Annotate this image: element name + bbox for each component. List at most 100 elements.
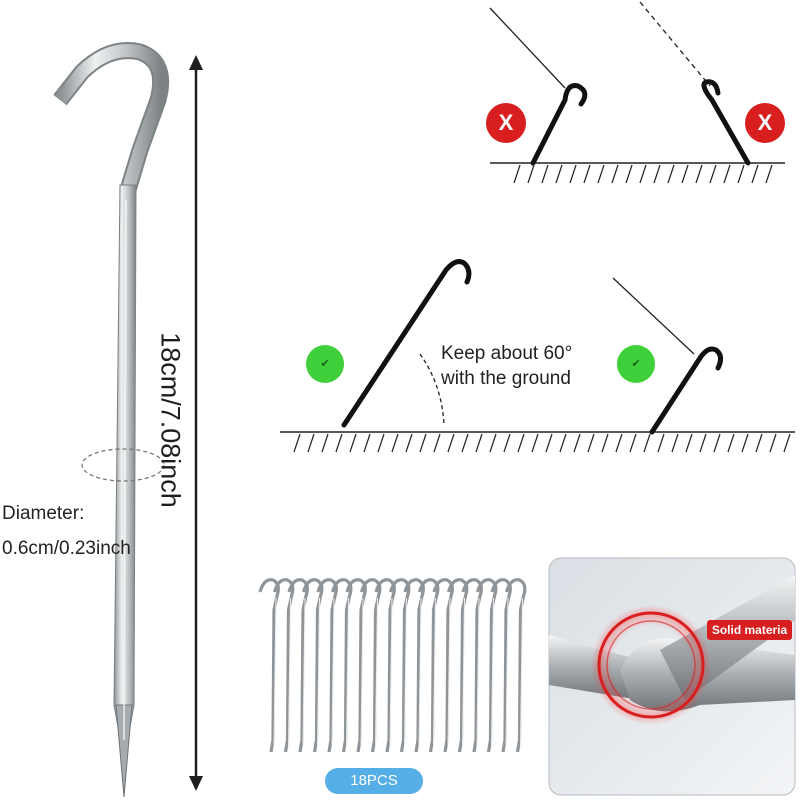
ground-hatch xyxy=(615,433,623,453)
ground-hatch xyxy=(363,433,371,453)
ground-hatch xyxy=(475,433,483,453)
small-stake-highlight xyxy=(317,597,320,746)
small-stake xyxy=(417,578,440,753)
ground-hatch xyxy=(321,433,329,453)
ground-hatch xyxy=(597,164,605,184)
ground-hatch xyxy=(723,164,731,184)
ground-hatch xyxy=(405,433,413,453)
ground-hatch xyxy=(583,164,591,184)
small-stake xyxy=(446,578,469,753)
diameter-ring xyxy=(81,448,165,482)
ground-hatch xyxy=(657,433,665,453)
check-mark-right-icon: ✔ xyxy=(617,345,655,383)
ground-hatch xyxy=(751,164,759,184)
angle-instruction: Keep about 60° with the ground xyxy=(441,343,573,389)
length-label: 18cm/7.08inch xyxy=(155,332,186,508)
small-stake xyxy=(504,578,527,753)
small-stake-highlight xyxy=(462,597,465,746)
small-stake-highlight xyxy=(491,597,494,746)
check-mark-left-icon: ✔ xyxy=(306,345,344,383)
small-stake xyxy=(403,578,425,753)
ground-hatch xyxy=(629,433,637,453)
ground-hatch xyxy=(307,433,315,453)
ground-hatch xyxy=(601,433,609,453)
small-stake-highlight xyxy=(375,597,378,746)
ground-hatch xyxy=(671,433,679,453)
small-stake xyxy=(301,578,324,753)
ground-hatch xyxy=(765,164,773,184)
small-stake-highlight xyxy=(404,597,407,746)
ground-hatch xyxy=(447,433,455,453)
ground-hatch xyxy=(699,433,707,453)
small-stake-highlight xyxy=(346,597,349,746)
small-stake-highlight xyxy=(433,597,436,746)
small-stake xyxy=(316,578,338,753)
wrong-mark-right-icon: X xyxy=(745,103,785,143)
small-stake-highlight xyxy=(302,597,306,746)
small-stake xyxy=(475,578,498,753)
stake-set-row xyxy=(258,578,527,753)
small-stake xyxy=(330,578,353,753)
wrong-installation-diagram xyxy=(489,1,785,184)
diameter-title: Diameter: xyxy=(2,503,85,524)
ground-hatch xyxy=(667,164,675,184)
ground-hatch xyxy=(573,433,581,453)
ground-hatch xyxy=(461,433,469,453)
small-stake-highlight xyxy=(418,597,422,746)
length-dimension-arrow xyxy=(189,55,203,791)
ground-hatch xyxy=(611,164,619,184)
ground-hatch xyxy=(755,433,763,453)
ground-hatch xyxy=(713,433,721,453)
ground-hatch xyxy=(709,164,717,184)
ground-hatch xyxy=(737,164,745,184)
ground-hatch xyxy=(639,164,647,184)
ground-hatch xyxy=(783,433,791,453)
ground-hatch xyxy=(741,433,749,453)
small-stake xyxy=(359,578,382,753)
ground-hatch xyxy=(377,433,385,453)
small-stake-highlight xyxy=(520,597,523,746)
ground-hatch xyxy=(489,433,497,453)
ground-hatch xyxy=(293,433,301,453)
ground-hatch xyxy=(503,433,511,453)
ground-hatch xyxy=(335,433,343,453)
small-stake-highlight xyxy=(331,597,335,746)
small-stake xyxy=(388,578,411,753)
ground-hatch xyxy=(527,164,535,184)
small-stake xyxy=(258,578,280,753)
ground-hatch xyxy=(555,164,563,184)
ground-hatch xyxy=(559,433,567,453)
ground-hatch xyxy=(531,433,539,453)
small-stake-highlight xyxy=(505,597,509,746)
count-badge: 18PCS xyxy=(325,768,423,794)
ground-hatch xyxy=(349,433,357,453)
ground-hatch xyxy=(541,164,549,184)
small-stake-highlight xyxy=(476,597,480,746)
main-stake xyxy=(53,42,170,798)
small-stake xyxy=(374,578,396,753)
material-closeup-photo xyxy=(548,557,796,796)
ground-hatch xyxy=(653,164,661,184)
ground-hatch xyxy=(513,164,521,184)
ground-hatch xyxy=(545,433,553,453)
small-stake xyxy=(461,578,483,753)
small-stake xyxy=(432,578,454,753)
ground-hatch xyxy=(569,164,577,184)
ground-hatch xyxy=(727,433,735,453)
ground-hatch xyxy=(695,164,703,184)
ground-hatch xyxy=(681,164,689,184)
small-stake xyxy=(490,578,512,753)
right-installation-diagram xyxy=(280,259,795,453)
material-tag: Solid materia xyxy=(707,620,792,640)
small-stake xyxy=(287,578,309,753)
ground-hatch xyxy=(769,433,777,453)
small-stake-highlight xyxy=(447,597,451,746)
small-stake-highlight xyxy=(288,597,291,746)
small-stake xyxy=(272,578,295,753)
ground-hatch xyxy=(625,164,633,184)
small-stake-highlight xyxy=(273,597,277,746)
small-stake xyxy=(345,578,367,753)
ground-hatch xyxy=(391,433,399,453)
wrong-mark-left-icon: X xyxy=(486,103,526,143)
